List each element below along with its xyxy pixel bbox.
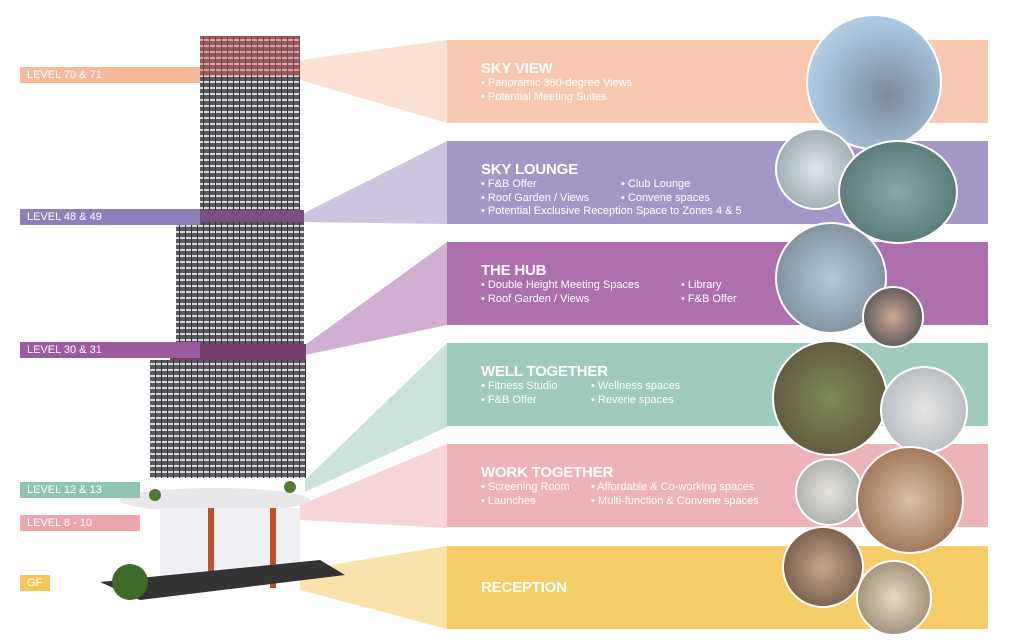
zone-title: WORK TOGETHER [481,464,614,481]
level-label: LEVEL 30 & 31 [20,342,200,358]
zone-feature: • Affordable & Co-working spaces [591,481,755,493]
zone-title: WELL TOGETHER [481,363,608,380]
zone-title: RECEPTION [481,579,567,596]
photo-well-2 [880,366,968,454]
zone-title: SKY LOUNGE [481,161,578,178]
zone-feature: • F&B Offer [481,393,537,406]
photo-hub-2 [862,286,924,348]
zone-feature: • Double Height Meeting Spaces [481,279,640,291]
zone-feature: • Convene spaces [621,191,710,204]
zone-feature: • Potential Exclusive Reception Space to… [481,205,742,217]
level-label: LEVEL 12 & 13 [20,482,140,498]
level-label: GF [20,575,50,591]
zone-feature: • Roof Garden / Views [481,292,590,305]
photo-well-1 [772,340,888,456]
photo-sky-lounge-2 [838,140,958,244]
zone-feature: • Wellness spaces [591,380,681,392]
level-label: LEVEL 48 & 49 [20,209,200,225]
zone-title: THE HUB [481,262,547,279]
photo-reception-2 [856,560,932,636]
zone-feature: • Roof Garden / Views [481,191,590,204]
photo-reception-1 [782,526,864,608]
zone-feature: • F&B Offer [481,178,537,190]
zone-feature: • Multi-function & Convene spaces [591,494,759,507]
connectors [300,40,447,629]
zone-title: SKY VIEW [481,60,553,77]
photo-work-2 [856,446,964,554]
zone-feature: • Reverie spaces [591,393,674,406]
photo-work-1 [795,458,863,526]
tower [100,36,345,600]
level-label: LEVEL 70 & 71 [20,67,200,83]
level-label: LEVEL 8 - 10 [20,515,140,531]
zone-feature: • Panoramic 360-degree Views [481,77,633,89]
zone-feature: • Screening Room [481,481,570,493]
zone-feature: • Club Lounge [621,178,691,190]
zone-feature: • Launches [481,494,536,507]
zone-feature: • F&B Offer [681,292,737,305]
photo-sky-view [806,14,942,150]
zone-feature: • Potential Meeting Suites [481,90,607,103]
zone-feature: • Fitness Studio [481,380,558,392]
zone-feature: • Library [681,279,722,291]
